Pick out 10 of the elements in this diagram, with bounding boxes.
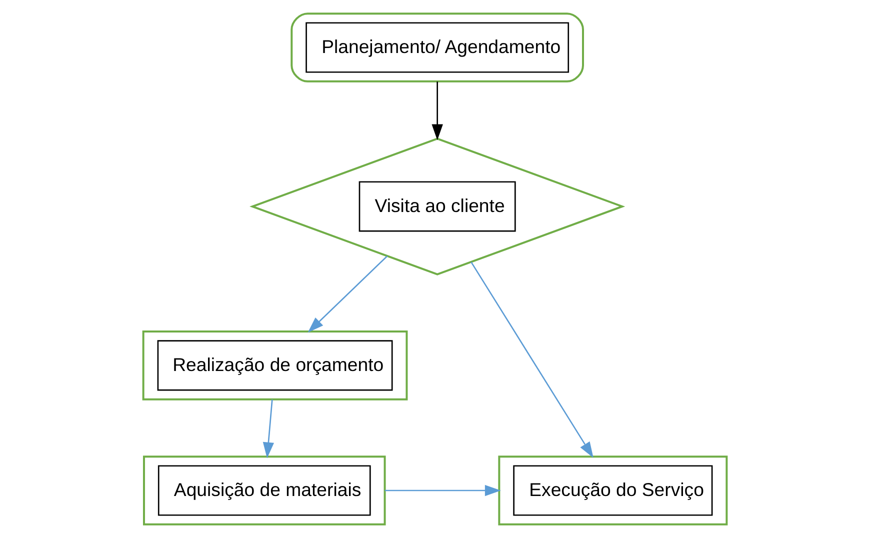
arrow xyxy=(262,400,274,458)
arrow xyxy=(307,256,388,333)
node-box: Execução do Serviço xyxy=(498,456,728,526)
arrow xyxy=(470,262,593,458)
arrow xyxy=(431,82,442,140)
node-box: Planejamento/ Agendamento xyxy=(290,12,584,82)
node-diamond: Visita ao cliente xyxy=(249,138,625,276)
node-box: Aquisição de materiais xyxy=(142,456,386,526)
node-box: Realização de orçamento xyxy=(142,330,408,400)
arrow xyxy=(384,484,500,496)
